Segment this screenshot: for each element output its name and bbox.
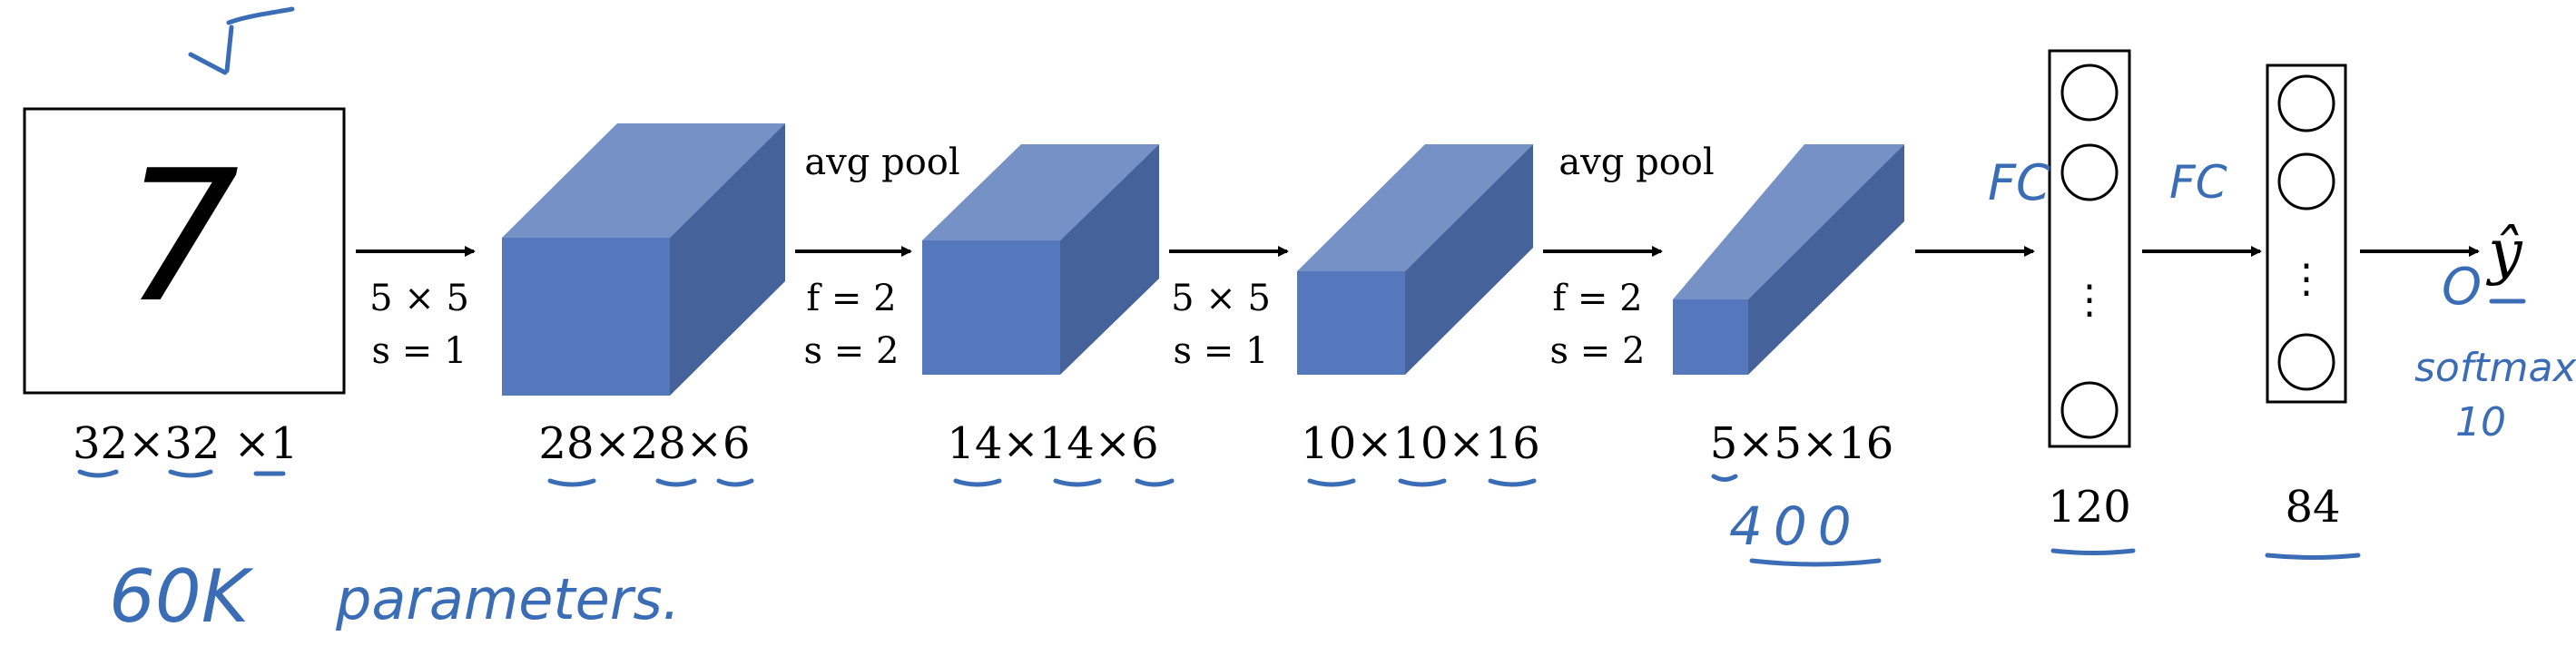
block-3-dims: 10×10×16	[1301, 418, 1540, 469]
feature-map-block-4	[1673, 144, 1904, 375]
op-2-bottom: s = 2	[804, 330, 900, 372]
underline-marks	[77, 299, 2526, 567]
block-2-dims: 14×14×6	[947, 418, 1158, 469]
block-1-dims: 28×28×6	[538, 418, 750, 469]
op-3-bottom: s = 1	[1174, 330, 1269, 372]
handwritten-notes: FC FC O softmax 10 400 60K parameters.	[109, 154, 2576, 639]
input-dims: 32×32 ×1	[73, 418, 298, 469]
output-y-hat: ŷ	[2485, 217, 2522, 287]
fc-layer-120	[2048, 49, 2131, 448]
fc-120-ellipsis: ⋮	[2070, 277, 2109, 323]
fc-layer-84	[2266, 64, 2347, 404]
fc-note-1: FC	[1988, 154, 2050, 211]
fc-84-size: 84	[2285, 482, 2340, 533]
block-4-dims: 5×5×16	[1710, 418, 1894, 469]
softmax-count-note: 10	[2455, 399, 2506, 445]
op-2-title: avg pool	[804, 142, 959, 183]
input-image-box	[23, 107, 346, 395]
input-digit: 7	[123, 132, 239, 343]
fc-84-ellipsis: ⋮	[2286, 256, 2326, 302]
params-count-note: 60K	[109, 554, 254, 639]
op-2-top: f = 2	[806, 278, 896, 319]
fc-note-2: FC	[2169, 156, 2227, 209]
op-3-top: 5 × 5	[1171, 278, 1271, 319]
handwritten-arrow-mark	[188, 6, 295, 75]
op-1-bottom: s = 1	[372, 330, 467, 372]
softmax-note: softmax	[2414, 345, 2576, 391]
feature-map-block-1	[502, 123, 785, 396]
flattened-size-note: 400	[1729, 495, 1863, 557]
feature-map-block-3	[1297, 144, 1533, 375]
params-word-note: parameters.	[335, 566, 680, 632]
feature-map-block-2	[922, 144, 1159, 375]
op-4-top: f = 2	[1552, 278, 1642, 319]
output-circle-note: O	[2442, 258, 2482, 317]
fc-120-size: 120	[2048, 482, 2131, 533]
op-4-title: avg pool	[1558, 142, 1714, 183]
op-1-top: 5 × 5	[369, 278, 469, 319]
op-4-bottom: s = 2	[1550, 330, 1646, 372]
